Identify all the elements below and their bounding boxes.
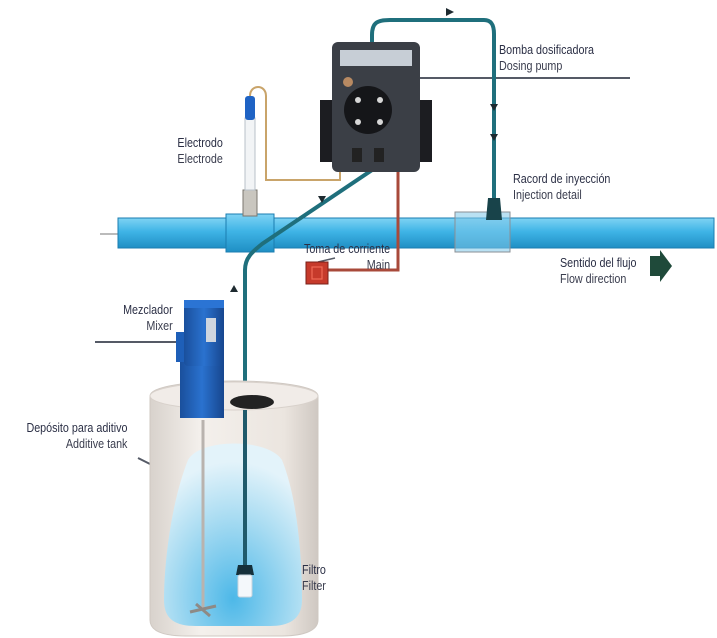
dosing-pump <box>320 42 432 172</box>
label-flow-en: Flow direction <box>560 272 627 286</box>
arrow-down-icon <box>490 134 498 141</box>
label-filter: Filtro Filter <box>302 562 326 594</box>
label-injection: Racord de inyección Injection detail <box>513 171 610 203</box>
label-electrode: Electrodo Electrode <box>178 135 223 167</box>
label-dosing-pump-es: Bomba dosificadora <box>499 43 595 57</box>
label-injection-en: Injection detail <box>513 188 582 202</box>
discharge-hose <box>370 18 496 206</box>
main-pipe <box>100 211 715 253</box>
label-main-es: Toma de corriente <box>303 242 390 256</box>
hose-flow-arrows <box>230 8 498 292</box>
filter <box>237 574 253 598</box>
suction-hose <box>243 150 374 590</box>
label-flow-es: Sentido del flujo <box>560 256 637 270</box>
arrow-down-icon <box>490 104 498 111</box>
label-electrode-en: Electrode <box>177 152 223 166</box>
arrow-down-icon <box>318 196 326 203</box>
flow-direction-arrow-icon <box>650 250 672 282</box>
arrow-right-icon <box>446 8 454 16</box>
label-mixer-es: Mezclador <box>123 303 173 317</box>
arrow-up-icon <box>230 285 238 292</box>
injection-nozzle-icon <box>486 198 502 220</box>
electrode-tee <box>225 213 275 253</box>
electrode <box>242 86 341 217</box>
label-injection-es: Racord de inyección <box>513 172 611 186</box>
label-electrode-es: Electrodo <box>177 136 223 150</box>
label-mixer-en: Mixer <box>146 319 173 333</box>
mixer <box>176 300 224 418</box>
label-tank: Depósito para aditivo Additive tank <box>26 420 127 452</box>
label-main-en: Main <box>366 258 390 272</box>
label-flow-direction: Sentido del flujo Flow direction <box>560 255 636 287</box>
label-mixer: Mezclador Mixer <box>123 302 173 334</box>
label-dosing-pump-en: Dosing pump <box>499 59 563 73</box>
label-filter-en: Filter <box>302 579 326 593</box>
power-connection <box>305 168 400 285</box>
tank-liquid <box>164 443 302 626</box>
label-tank-en: Additive tank <box>65 437 127 451</box>
additive-tank <box>149 380 319 637</box>
label-main: Toma de corriente Main <box>304 241 390 273</box>
label-dosing-pump: Bomba dosificadora Dosing pump <box>499 42 594 74</box>
label-filter-es: Filtro <box>302 563 326 577</box>
leader-main <box>317 257 336 263</box>
label-tank-es: Depósito para aditivo <box>26 421 127 435</box>
